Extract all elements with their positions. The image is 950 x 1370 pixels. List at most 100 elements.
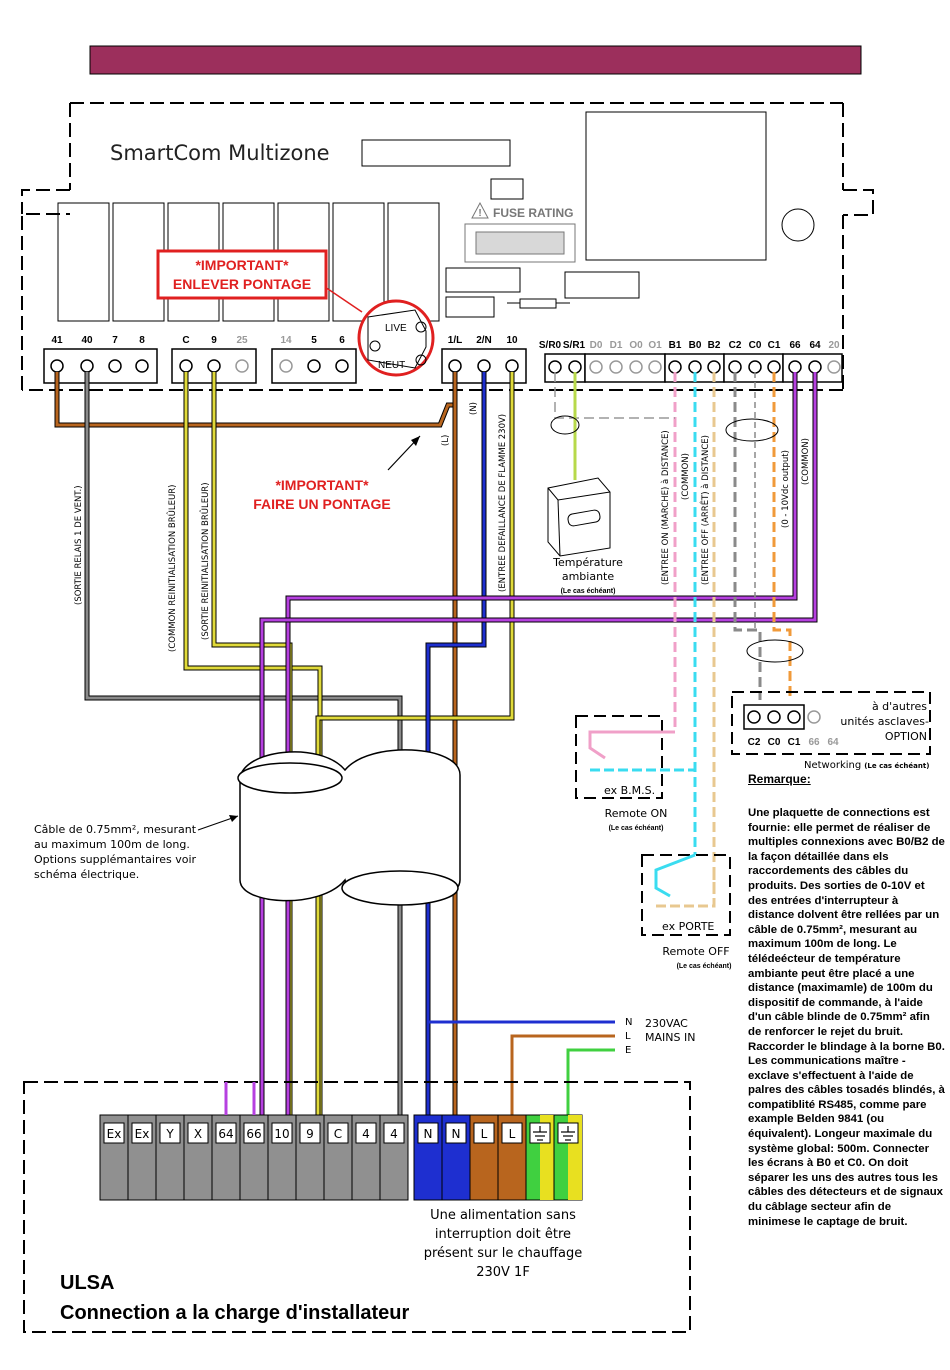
svg-text:ENLEVER PONTAGE: ENLEVER PONTAGE xyxy=(173,276,311,292)
svg-text:(Le cas échéant): (Le cas échéant) xyxy=(677,963,732,970)
svg-text:C2: C2 xyxy=(748,737,761,748)
svg-text:*IMPORTANT*: *IMPORTANT* xyxy=(195,257,289,273)
cable-sleeve xyxy=(197,749,461,906)
svg-text:Ex: Ex xyxy=(107,1127,122,1141)
fuse-label: FUSE RATING xyxy=(493,206,573,220)
board-outline xyxy=(21,102,844,391)
header-bar xyxy=(89,45,862,75)
svg-text:OPTION: OPTION xyxy=(885,730,927,743)
svg-text:C: C xyxy=(182,335,189,346)
svg-text:1/L: 1/L xyxy=(448,335,462,346)
svg-text:7: 7 xyxy=(112,335,118,346)
svg-text:(Le cas échéant): (Le cas échéant) xyxy=(609,825,664,832)
svg-text:Networking(Le cas échéant): Networking(Le cas échéant) xyxy=(804,760,929,771)
svg-text:C1: C1 xyxy=(768,340,781,351)
mains-in: N L E 230VAC MAINS IN xyxy=(625,1017,695,1056)
svg-text:B0: B0 xyxy=(689,340,702,351)
svg-text:9: 9 xyxy=(306,1127,314,1141)
remarque-title: Remarque: xyxy=(748,772,811,786)
svg-text:FAIRE UN PONTAGE: FAIRE UN PONTAGE xyxy=(253,496,390,512)
svg-text:ex PORTE: ex PORTE xyxy=(662,920,714,933)
svg-text:à d'autres: à d'autres xyxy=(872,700,927,713)
svg-text:L: L xyxy=(625,1031,631,1042)
remarque-body: Une plaquette de connections est fournie… xyxy=(748,807,945,1228)
svg-text:(Le cas échéant): (Le cas échéant) xyxy=(561,588,616,595)
svg-text:(COMMON): (COMMON) xyxy=(801,438,811,485)
svg-text:64: 64 xyxy=(827,737,839,748)
svg-text:ex B.M.S.: ex B.M.S. xyxy=(604,784,655,797)
svg-text:C1: C1 xyxy=(788,737,801,748)
svg-text:N: N xyxy=(452,1127,461,1141)
ulsa-subtitle: Connection a la charge d'installateur xyxy=(60,1302,410,1324)
svg-text:8: 8 xyxy=(139,335,145,346)
svg-text:N: N xyxy=(424,1127,433,1141)
remote-off-porte: ex PORTE Remote OFF (Le cas échéant) xyxy=(641,853,732,970)
important-make-bridge: *IMPORTANT* FAIRE UN PONTAGE xyxy=(253,435,421,512)
svg-text:(0 - 10Vdc output): (0 - 10Vdc output) xyxy=(781,450,791,528)
svg-text:66: 66 xyxy=(808,737,820,748)
ulsa-outline xyxy=(23,1081,691,1333)
svg-text:(ENTREE DEFAILLANCE DE FLAMME: (ENTREE DEFAILLANCE DE FLAMME 230V) xyxy=(498,414,508,592)
svg-text:LIVE: LIVE xyxy=(385,323,407,334)
svg-text:(N): (N) xyxy=(469,402,479,415)
svg-text:E: E xyxy=(625,1045,631,1056)
svg-text:20: 20 xyxy=(828,340,840,351)
top-terminal-screws xyxy=(50,359,841,374)
ulsa-terminal-strip: Ex Ex Y X 64 66 10 9 C 4 4 N N L L xyxy=(99,1114,583,1201)
svg-text:4: 4 xyxy=(390,1127,398,1141)
svg-text:MAINS IN: MAINS IN xyxy=(645,1031,695,1044)
cable-note: Câble de 0.75mm², mesurant au maximum 10… xyxy=(34,823,197,881)
svg-text:230VAC: 230VAC xyxy=(645,1017,688,1030)
svg-text:2/N: 2/N xyxy=(476,335,492,346)
wire-labels: (SORTIE RELAIS 1 DE VENT.) (COMMON REINI… xyxy=(74,402,811,652)
supply-note: Une alimentation sans interruption doit … xyxy=(423,1208,583,1280)
board-title: SmartCom Multizone xyxy=(110,141,330,165)
svg-text:(SORTIE REINITIALISATION BRÛLE: (SORTIE REINITIALISATION BRÛLEUR) xyxy=(199,482,211,640)
svg-text:Remote OFF: Remote OFF xyxy=(662,945,729,958)
svg-text:S/R0: S/R0 xyxy=(539,340,562,351)
ulsa-title-block: ULSA Connection a la charge d'installate… xyxy=(60,1268,409,1328)
svg-text:D0: D0 xyxy=(590,340,603,351)
svg-text:10: 10 xyxy=(274,1127,289,1141)
svg-text:41: 41 xyxy=(51,335,63,346)
svg-text:NEUT: NEUT xyxy=(378,360,405,371)
svg-text:O1: O1 xyxy=(648,340,662,351)
svg-text:4: 4 xyxy=(362,1127,370,1141)
top-terminal-blocks xyxy=(43,348,843,384)
svg-text:Y: Y xyxy=(165,1127,174,1141)
svg-text:(SORTIE RELAIS 1 DE VENT.): (SORTIE RELAIS 1 DE VENT.) xyxy=(74,485,84,605)
svg-text:C2: C2 xyxy=(729,340,742,351)
remote-on-bms: ex B.M.S. Remote ON (Le cas échéant) xyxy=(575,715,695,832)
svg-text:S/R1: S/R1 xyxy=(563,340,586,351)
wires xyxy=(54,372,818,1115)
networking-block: C2 C0 C1 66 64 à d'autres unités asclave… xyxy=(731,691,931,771)
svg-text:(ENTREE OFF (ARRÊT) à DISTANCE: (ENTREE OFF (ARRÊT) à DISTANCE) xyxy=(699,435,711,585)
svg-text:Température: Température xyxy=(552,556,623,569)
svg-text:Remote ON: Remote ON xyxy=(605,807,668,820)
svg-text:10: 10 xyxy=(506,335,518,346)
temperature-sensor: Température ambiante (Le cas échéant) xyxy=(547,477,623,595)
earth-icon xyxy=(533,1126,575,1141)
svg-text:(COMMON): (COMMON) xyxy=(681,453,691,500)
svg-text:C0: C0 xyxy=(749,340,762,351)
svg-text:(L): (L) xyxy=(441,435,451,446)
svg-text:X: X xyxy=(194,1127,202,1141)
fuse: ! FUSE RATING xyxy=(464,201,576,263)
ulsa-title: ULSA xyxy=(60,1272,115,1294)
buzzer-icon xyxy=(781,208,815,242)
svg-text:B1: B1 xyxy=(669,340,682,351)
svg-text:D1: D1 xyxy=(610,340,623,351)
svg-text:L: L xyxy=(509,1127,516,1141)
svg-text:L: L xyxy=(481,1127,488,1141)
svg-text:64: 64 xyxy=(218,1127,233,1141)
svg-text:Ex: Ex xyxy=(135,1127,150,1141)
svg-text:64: 64 xyxy=(809,340,821,351)
top-terminal-labels: 41 40 7 8 C 9 25 14 5 6 1/L 2/N 10 S/R0 … xyxy=(51,335,840,351)
svg-text:B2: B2 xyxy=(708,340,721,351)
svg-text:6: 6 xyxy=(339,335,345,346)
svg-text:unités asclaves-: unités asclaves- xyxy=(840,715,929,728)
svg-text:C: C xyxy=(334,1127,342,1141)
svg-text:N: N xyxy=(625,1017,632,1028)
svg-text:25: 25 xyxy=(236,335,248,346)
svg-text:(ENTREE ON (MARCHE) à DISTANCE: (ENTREE ON (MARCHE) à DISTANCE) xyxy=(661,430,671,585)
